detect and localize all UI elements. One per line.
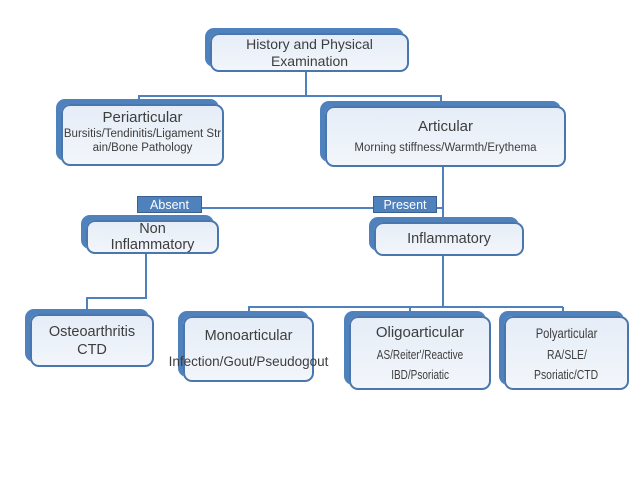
label-present: Present [373,196,437,213]
node-subtitle-line1: RA/SLE/ [546,347,587,362]
node-title: Articular [417,118,473,135]
node-osteoarthritis-ctd: Osteoarthritis CTD [30,314,154,367]
label-absent: Absent [137,196,202,213]
connector-to-articular [440,95,442,107]
node-title: History and Physical Examination [246,35,373,69]
node-title: Polyarticular [535,325,598,341]
node-subtitle: Bursitis/Tendinitis/Ligament Strain/Bone… [63,128,222,154]
node-title: Periarticular [102,109,183,126]
connector-noninflammatory-stem [145,253,147,299]
node-subtitle-line1: AS/Reiter'/Reactive [376,348,464,362]
node-monoarticular: Monoarticular Infection/Gout/Pseudogout [169,316,328,382]
connector-to-monoarticular [248,307,250,317]
label-text: Absent [150,197,189,212]
node-title: Oligoarticular [375,324,465,341]
node-title: Inflammatory [407,231,491,247]
node-non-inflammatory: Non Inflammatory [86,220,219,254]
node-history-and-physical-examination: History and Physical Examination [210,33,409,72]
node-subtitle-line2: IBD/Psoriatic [391,368,449,382]
node-title: Osteoarthritis CTD [48,323,136,358]
connector-absent-present-line [200,207,443,209]
connector-articular-stem [442,166,444,209]
connector-noninflammatory-elbow [86,297,146,299]
connector-to-osteoarthritis [86,298,88,315]
connector-history-branch [138,95,441,97]
connector-inflammatory-branch [248,306,563,308]
node-title: Monoarticular [204,328,293,344]
node-inflammatory: Inflammatory [374,222,524,256]
label-text: Present [383,197,427,212]
connector-to-polyarticular [562,307,564,317]
connector-to-inflammatory [442,208,444,223]
connector-inflammatory-stem [442,255,444,308]
node-oligoarticular: Oligoarticular AS/Reiter'/Reactive IBD/P… [349,316,491,390]
node-periarticular: Periarticular Bursitis/Tendinitis/Ligame… [61,104,224,166]
connector-history-stem [305,72,307,96]
node-title: Non Inflammatory [110,221,195,253]
node-subtitle: Infection/Gout/Pseudogout [168,354,329,369]
connector-to-oligoarticular [409,307,411,317]
connector-to-periarticular [138,95,140,105]
node-polyarticular: Polyarticular RA/SLE/ Psoriatic/CTD [504,316,629,390]
node-subtitle-line2: Psoriatic/CTD [534,367,599,382]
node-articular: Articular Morning stiffness/Warmth/Eryth… [325,106,566,167]
node-subtitle: Morning stiffness/Warmth/Erythema [354,142,537,154]
